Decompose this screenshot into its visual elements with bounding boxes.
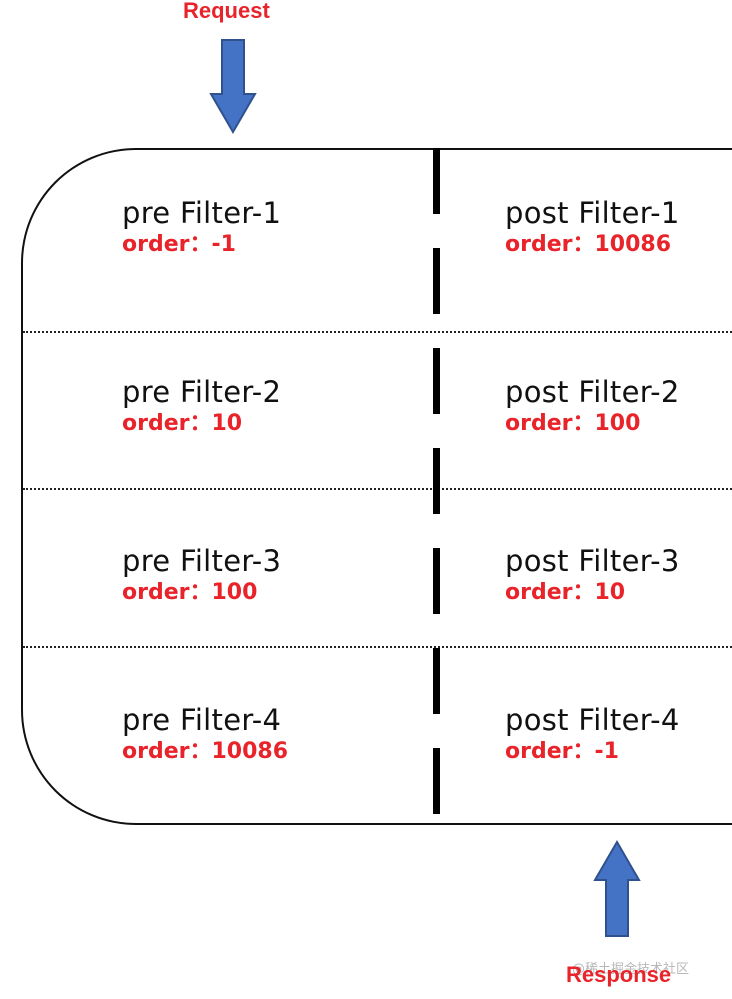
filter-name: post Filter-3 <box>505 544 680 578</box>
down-arrow-icon <box>209 39 257 134</box>
filter-name: post Filter-1 <box>505 196 680 230</box>
post-filter-4: post Filter-4 order：-1 <box>505 703 680 766</box>
filter-order: order：10 <box>122 411 243 436</box>
filter-order: order：100 <box>505 411 641 436</box>
filter-name: post Filter-2 <box>505 375 680 409</box>
row-divider <box>23 488 732 490</box>
filter-name: pre Filter-1 <box>122 196 282 230</box>
up-arrow-icon <box>593 840 641 937</box>
filter-chain-container <box>21 148 732 825</box>
filter-name: pre Filter-3 <box>122 544 282 578</box>
filter-order: order：100 <box>122 580 258 605</box>
watermark: @稀土掘金技术社区 <box>572 962 690 977</box>
filter-order: order：10086 <box>505 232 672 257</box>
row-divider <box>23 646 732 648</box>
center-divider <box>433 148 440 828</box>
pre-filter-3: pre Filter-3 order：100 <box>122 544 281 607</box>
response-label: Response <box>566 962 672 987</box>
filter-name: pre Filter-2 <box>122 375 282 409</box>
post-filter-3: post Filter-3 order：10 <box>505 544 680 607</box>
filter-name: post Filter-4 <box>505 703 680 737</box>
filter-order: order：10086 <box>122 739 289 764</box>
post-filter-1: post Filter-1 order：10086 <box>505 196 680 259</box>
filter-order: order：-1 <box>122 232 236 257</box>
filter-order: order：10 <box>505 580 626 605</box>
post-filter-2: post Filter-2 order：100 <box>505 375 680 438</box>
row-divider <box>23 331 732 333</box>
pre-filter-2: pre Filter-2 order：10 <box>122 375 281 438</box>
request-label: Request <box>183 0 270 23</box>
filter-name: pre Filter-4 <box>122 703 282 737</box>
pre-filter-1: pre Filter-1 order：-1 <box>122 196 281 259</box>
filter-order: order：-1 <box>505 739 619 764</box>
pre-filter-4: pre Filter-4 order：10086 <box>122 703 288 766</box>
